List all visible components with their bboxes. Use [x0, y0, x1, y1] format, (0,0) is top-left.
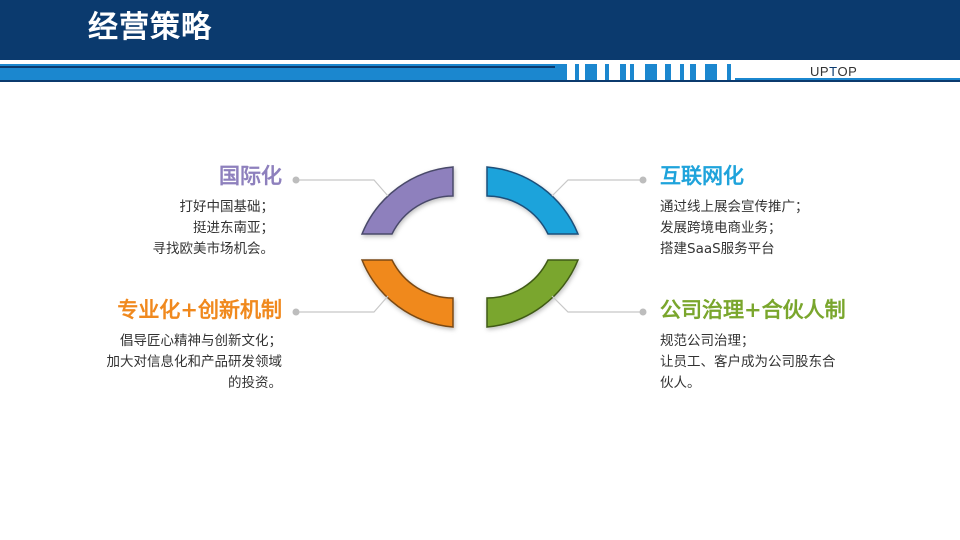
brand-logo: UPTOP	[810, 64, 858, 79]
desc-line: 的投资。	[228, 375, 282, 391]
desc-specialization: 倡导匠心精神与创新文化； 加大对信息化和产品研发领域 的投资。	[107, 331, 283, 394]
desc-internet: 通过线上展会宣传推广； 发展跨境电商业务； 搭建SaaS服务平台	[660, 197, 809, 260]
header-underline	[0, 80, 960, 82]
desc-line: 寻找欧美市场机会。	[152, 241, 275, 257]
desc-line: 通过线上展会宣传推广；	[660, 199, 809, 215]
desc-line: 规范公司治理；	[660, 333, 755, 349]
desc-internationalization: 打好中国基础； 挺进东南亚； 寻找欧美市场机会。	[153, 197, 275, 260]
header-bar: 经营策略	[0, 0, 960, 60]
desc-line: 打好中国基础；	[179, 199, 275, 215]
desc-line: 挺进东南亚；	[193, 220, 274, 236]
desc-line: 搭建SaaS服务平台	[660, 241, 775, 257]
segment-orange	[360, 259, 454, 328]
connector-top-right	[551, 176, 647, 197]
segment-green	[486, 259, 580, 328]
segment-blue	[486, 166, 580, 235]
heading-specialization: 专业化+创新机制	[117, 297, 282, 322]
desc-governance: 规范公司治理； 让员工、客户成为公司股东合 伙人。	[660, 331, 836, 394]
decorative-stripe-band	[0, 64, 960, 80]
desc-line: 发展跨境电商业务；	[660, 220, 782, 236]
connector-bottom-right	[551, 295, 647, 316]
desc-line: 加大对信息化和产品研发领域	[106, 354, 283, 370]
desc-line: 倡导匠心精神与创新文化；	[120, 333, 282, 349]
segment-purple	[360, 166, 454, 235]
connector-bottom-left	[292, 295, 389, 316]
heading-governance: 公司治理+合伙人制	[660, 297, 846, 322]
page-title: 经营策略	[88, 10, 212, 45]
heading-internationalization: 国际化	[219, 163, 282, 188]
connector-top-left	[292, 176, 389, 197]
heading-internet: 互联网化	[660, 163, 744, 188]
desc-line: 让员工、客户成为公司股东合	[660, 354, 836, 370]
desc-line: 伙人。	[660, 375, 701, 391]
